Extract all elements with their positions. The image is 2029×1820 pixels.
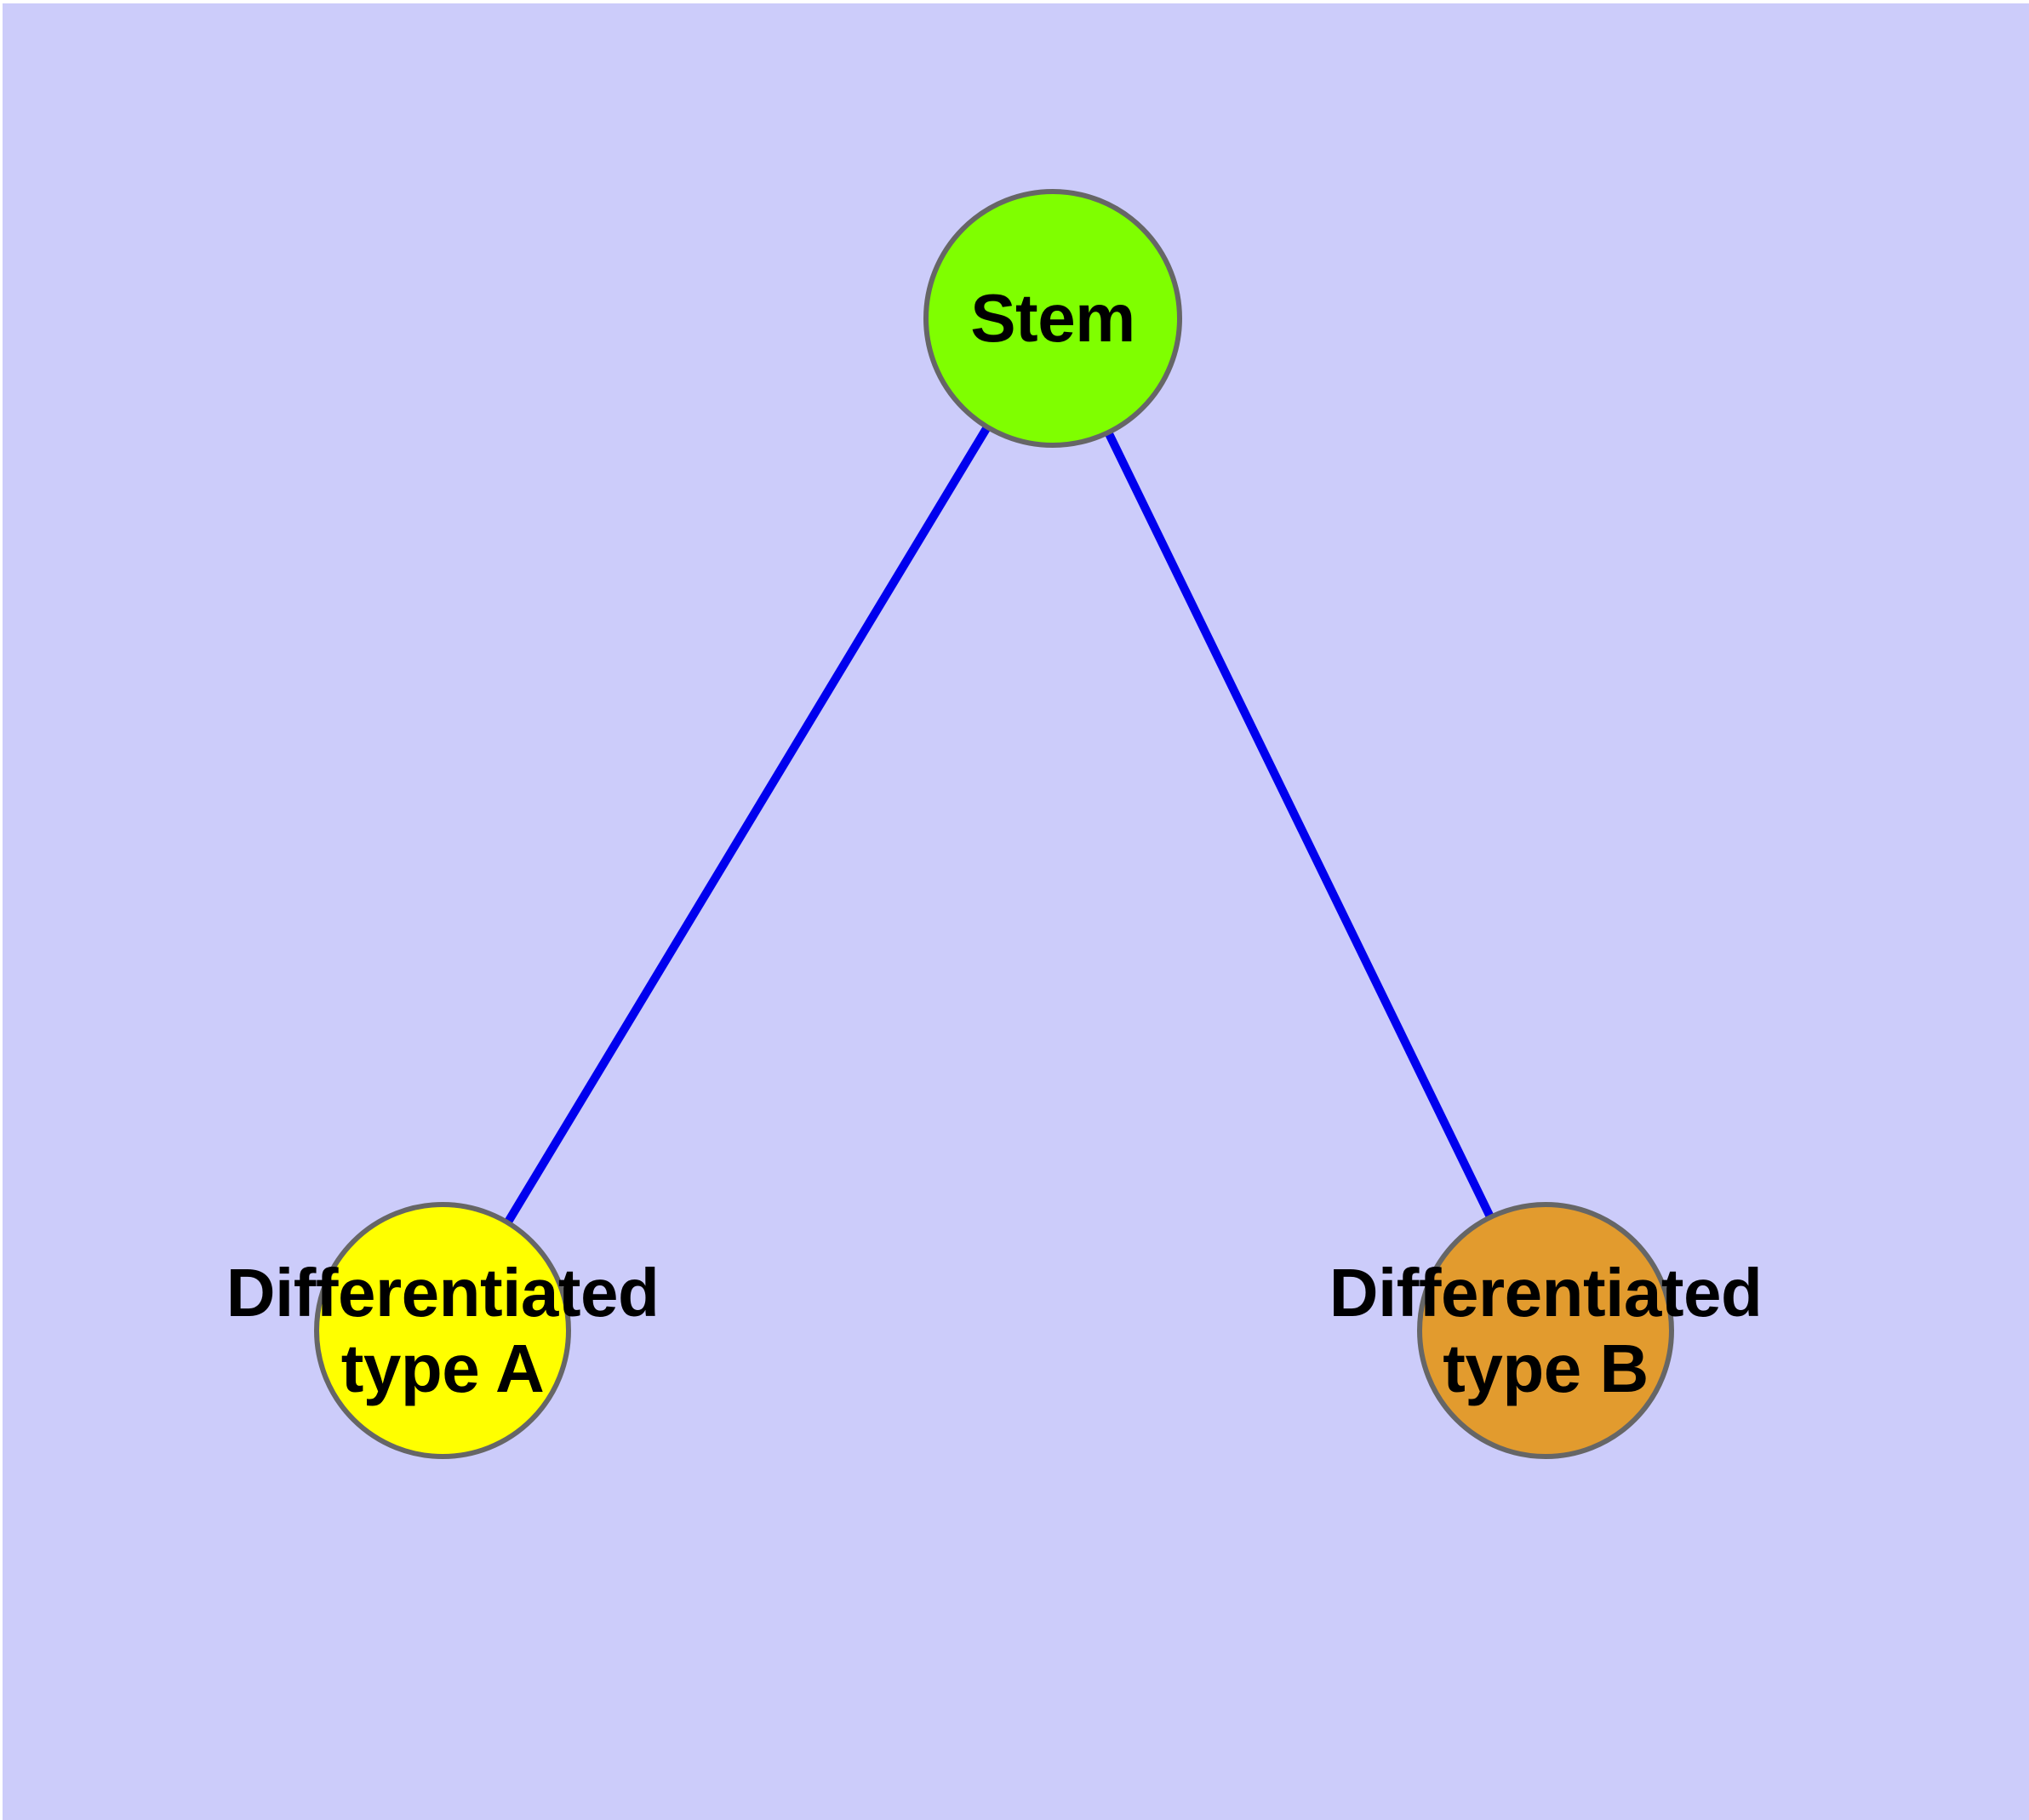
node-differentiated-type-b[interactable] [1417,1202,1674,1459]
node-differentiated-type-a[interactable] [314,1202,571,1459]
edge-layer [505,426,1494,1224]
edge-stem-to-differentiated-type-a[interactable] [505,426,991,1224]
node-layer [314,189,1674,1459]
edge-stem-to-differentiated-type-b[interactable] [1105,432,1494,1218]
node-stem[interactable] [923,189,1182,448]
